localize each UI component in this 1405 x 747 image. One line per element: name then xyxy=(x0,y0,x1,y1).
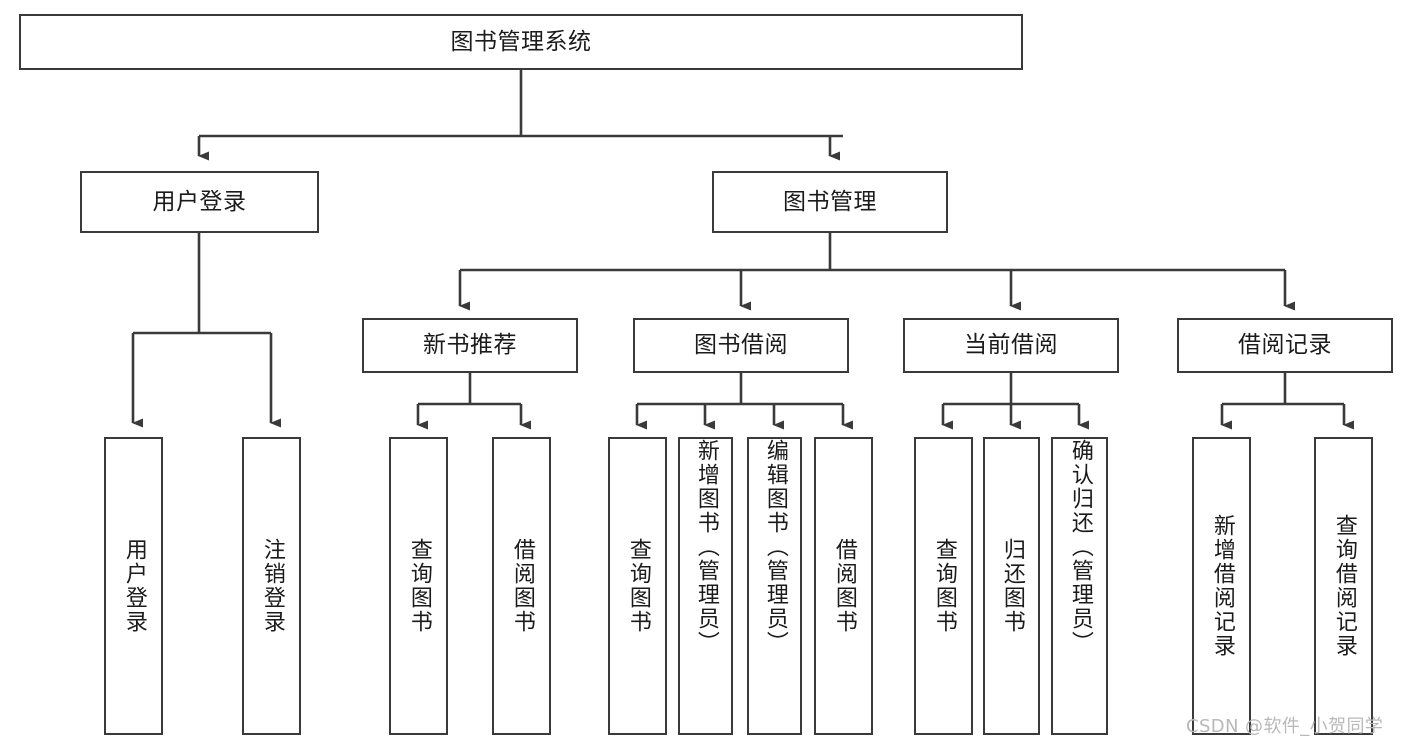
leaf-query-book-newrec[interactable]: 查询图书 xyxy=(389,437,448,735)
node-borrow-record[interactable]: 借阅记录 xyxy=(1177,318,1393,373)
leaf-edit-book-admin[interactable]: 编辑图书（管理员） xyxy=(747,437,802,735)
node-book-manage[interactable]: 图书管理 xyxy=(712,171,948,233)
leaf-edit-book-admin-label: 编辑图书（管理员） xyxy=(762,439,788,655)
node-root-label: 图书管理系统 xyxy=(450,28,592,55)
leaf-logout-label: 注销登录 xyxy=(259,538,285,634)
leaf-return-book[interactable]: 归还图书 xyxy=(983,437,1040,735)
leaf-query-book-newrec-label: 查询图书 xyxy=(406,538,432,634)
leaf-borrow-book-borrow[interactable]: 借阅图书 xyxy=(814,437,873,735)
leaf-add-book-admin[interactable]: 新增图书（管理员） xyxy=(678,437,733,735)
node-user-login-label: 用户登录 xyxy=(152,188,247,215)
node-user-login[interactable]: 用户登录 xyxy=(80,171,319,233)
leaf-user-login[interactable]: 用户登录 xyxy=(104,437,163,735)
leaf-query-book-borrow-label: 查询图书 xyxy=(625,538,651,634)
leaf-borrow-book-newrec-label: 借阅图书 xyxy=(509,538,535,634)
leaf-add-book-admin-label: 新增图书（管理员） xyxy=(693,439,719,655)
leaf-query-book-current-label: 查询图书 xyxy=(931,538,957,634)
node-book-borrow[interactable]: 图书借阅 xyxy=(633,318,849,373)
leaf-query-book-current[interactable]: 查询图书 xyxy=(914,437,973,735)
leaf-query-borrow-record[interactable]: 查询借阅记录 xyxy=(1314,437,1373,735)
leaf-user-login-label: 用户登录 xyxy=(121,538,147,634)
leaf-borrow-book-borrow-label: 借阅图书 xyxy=(831,538,857,634)
node-new-book-recommend-label: 新书推荐 xyxy=(423,332,517,359)
leaf-return-book-label: 归还图书 xyxy=(999,538,1025,634)
leaf-confirm-return-admin-label: 确认归还（管理员） xyxy=(1067,439,1093,655)
leaf-add-borrow-record-label: 新增借阅记录 xyxy=(1209,514,1235,658)
watermark: CSDN @软件_小贺同学 xyxy=(1186,716,1384,737)
node-current-borrow-label: 当前借阅 xyxy=(964,332,1058,359)
leaf-borrow-book-newrec[interactable]: 借阅图书 xyxy=(492,437,551,735)
node-new-book-recommend[interactable]: 新书推荐 xyxy=(362,318,578,373)
leaf-confirm-return-admin[interactable]: 确认归还（管理员） xyxy=(1051,437,1108,735)
node-book-manage-label: 图书管理 xyxy=(783,188,877,215)
node-borrow-record-label: 借阅记录 xyxy=(1238,332,1332,359)
node-book-borrow-label: 图书借阅 xyxy=(694,332,788,359)
node-current-borrow[interactable]: 当前借阅 xyxy=(903,318,1119,373)
leaf-query-book-borrow[interactable]: 查询图书 xyxy=(608,437,667,735)
node-root[interactable]: 图书管理系统 xyxy=(19,14,1023,70)
leaf-add-borrow-record[interactable]: 新增借阅记录 xyxy=(1192,437,1251,735)
leaf-query-borrow-record-label: 查询借阅记录 xyxy=(1331,514,1357,658)
leaf-logout[interactable]: 注销登录 xyxy=(242,437,301,735)
